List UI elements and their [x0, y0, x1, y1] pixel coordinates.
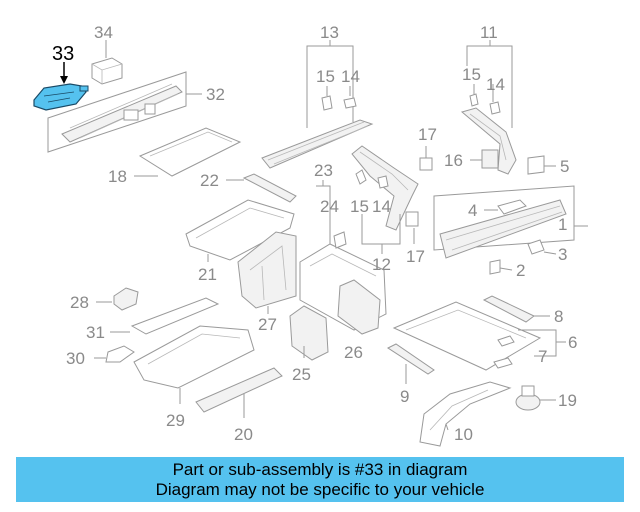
callout-14-c: 14	[372, 197, 391, 216]
callout-3: 3	[558, 245, 567, 264]
part-group-1	[433, 185, 588, 275]
callout-14-b: 14	[486, 75, 505, 94]
callout-34: 34	[94, 23, 113, 42]
part-21	[185, 199, 295, 262]
callout-labels: 1 2 3 4 5 6 7 8 9 10 11 12 13 14 14 14 1…	[52, 23, 577, 444]
callout-8: 8	[554, 307, 563, 326]
callout-2: 2	[516, 261, 525, 280]
part-19	[515, 385, 556, 411]
part-group-13	[261, 40, 374, 169]
callout-10: 10	[454, 425, 473, 444]
callout-25: 25	[292, 365, 311, 384]
callout-21: 21	[198, 265, 217, 284]
callout-9: 9	[400, 387, 409, 406]
callout-19: 19	[558, 391, 577, 410]
callout-33-highlighted: 33	[52, 43, 74, 65]
callout-31: 31	[86, 323, 105, 342]
callout-17-b: 17	[406, 247, 425, 266]
part-20	[195, 367, 283, 418]
callout-15-b: 15	[462, 65, 481, 84]
banner-line-1: Part or sub-assembly is #33 in diagram	[172, 460, 468, 479]
callout-6: 6	[568, 333, 577, 352]
part-30	[94, 345, 135, 363]
callout-32: 32	[206, 85, 225, 104]
callout-4: 4	[468, 201, 477, 220]
part-10	[419, 381, 512, 447]
callout-18: 18	[108, 167, 127, 186]
callout-12: 12	[372, 255, 391, 274]
part-group-23	[299, 180, 387, 335]
callout-11: 11	[480, 23, 498, 42]
part-group-11	[460, 40, 517, 175]
callout-1: 1	[558, 215, 567, 234]
callout-24: 24	[320, 197, 339, 216]
callout-30: 30	[66, 349, 85, 368]
callout-13: 13	[320, 23, 339, 42]
part-info-banner: Part or sub-assembly is #33 in diagram D…	[16, 457, 624, 502]
part-group-12	[351, 145, 419, 254]
callout-27: 27	[258, 315, 277, 334]
callout-26: 26	[344, 343, 363, 362]
part-31	[110, 297, 220, 335]
callout-17-a: 17	[418, 125, 437, 144]
part-29	[133, 325, 255, 404]
part-27	[237, 231, 297, 314]
part-28	[96, 287, 139, 311]
callout-29: 29	[166, 411, 185, 430]
part-33-highlighted[interactable]	[33, 62, 89, 111]
part-22	[226, 173, 297, 203]
part-25	[289, 305, 329, 361]
part-9	[386, 343, 435, 384]
callout-5: 5	[560, 157, 569, 176]
callout-23: 23	[314, 161, 333, 180]
callout-15-c: 15	[350, 197, 369, 216]
callout-20: 20	[234, 425, 253, 444]
part-group-16-17	[405, 146, 556, 244]
callout-15-a: 15	[316, 67, 335, 86]
callout-14-a: 14	[341, 67, 360, 86]
parts-diagram: 1 2 3 4 5 6 7 8 9 10 11 12 13 14 14 14 1…	[33, 23, 588, 447]
part-34	[91, 40, 123, 85]
callout-28: 28	[70, 293, 89, 312]
callout-16: 16	[444, 151, 463, 170]
callout-22: 22	[200, 171, 219, 190]
part-group-32	[47, 71, 202, 153]
banner-line-2: Diagram may not be specific to your vehi…	[155, 480, 485, 499]
part-18	[134, 127, 242, 177]
callout-7: 7	[538, 347, 547, 366]
part-group-6	[392, 295, 566, 371]
